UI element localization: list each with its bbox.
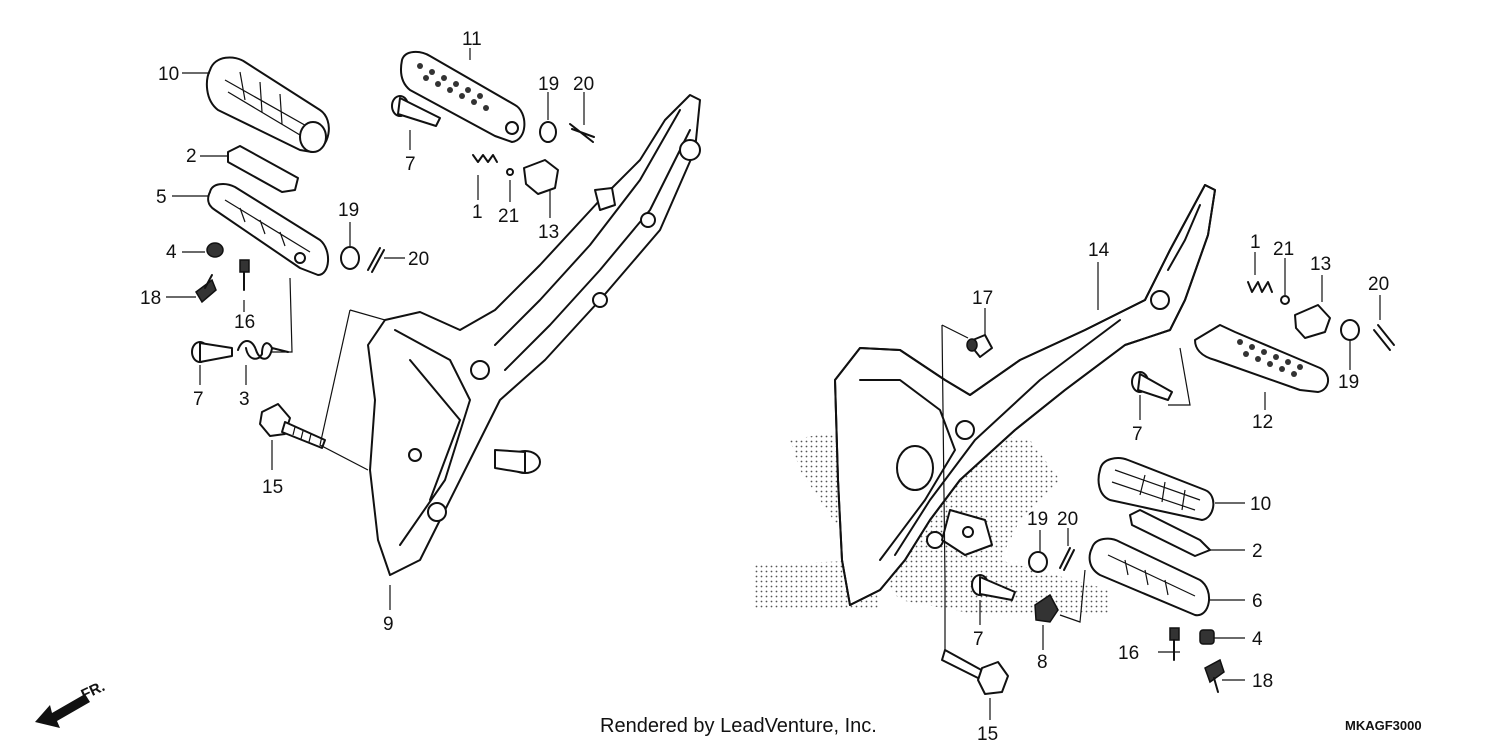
left-step-holder	[367, 94, 701, 576]
left-plate-13	[523, 159, 559, 195]
callout-4b: 4	[1252, 629, 1263, 650]
callout-19d: 19	[1027, 509, 1048, 530]
front-arrow-label: FR.	[79, 678, 108, 704]
callout-1a: 1	[472, 202, 483, 223]
callout-7a: 7	[405, 154, 416, 175]
callout-13b: 13	[1310, 254, 1331, 275]
callout-10a: 10	[158, 64, 179, 85]
right-step-holder	[834, 184, 1216, 606]
left-bolt-16	[239, 259, 250, 291]
right-cotter-20c	[1373, 324, 1395, 351]
left-footpeg-5	[207, 183, 329, 276]
right-grommet-17	[966, 334, 993, 358]
left-spring	[237, 340, 289, 360]
callout-20b: 20	[408, 249, 429, 270]
right-bolt-16	[1169, 627, 1180, 661]
left-cotter-20b	[367, 247, 385, 273]
callout-labels: 10 11 19 20 2 7 5 1 21 13 19 20 4 18 16 …	[140, 29, 1389, 745]
callout-14: 14	[1088, 240, 1110, 261]
right-cotter-20d	[1059, 547, 1075, 571]
right-footpeg-6	[1088, 537, 1210, 617]
right-plate-13	[1294, 304, 1331, 339]
callout-3: 3	[239, 389, 250, 410]
callout-20a: 20	[573, 74, 594, 95]
right-collar	[1199, 629, 1215, 645]
right-assembly	[755, 184, 1395, 720]
callout-11: 11	[462, 29, 482, 50]
callout-1b: 1	[1250, 232, 1261, 253]
right-rubber	[1097, 457, 1215, 521]
right-washer-19d	[1028, 551, 1048, 573]
callout-12: 12	[1252, 412, 1273, 433]
callout-4a: 4	[166, 242, 177, 263]
callout-20d: 20	[1057, 509, 1078, 530]
right-pin-7d	[971, 574, 1016, 601]
callout-16a: 16	[234, 312, 255, 333]
left-washer-19a	[539, 121, 557, 143]
callout-20c: 20	[1368, 274, 1389, 295]
callout-9: 9	[383, 614, 394, 635]
credit-text: Rendered by LeadVenture, Inc.	[600, 715, 877, 737]
left-bolt-15	[259, 403, 326, 449]
left-pin-7a	[391, 95, 441, 127]
left-leaders	[166, 48, 585, 610]
front-arrow-icon	[35, 694, 90, 728]
right-ball-21	[1280, 295, 1290, 305]
callout-7b: 7	[193, 389, 204, 410]
callout-15a: 15	[262, 477, 283, 498]
right-footpeg-12	[1194, 324, 1329, 393]
right-spring-8	[1034, 593, 1059, 623]
left-collar	[206, 242, 224, 258]
callout-7c: 7	[1132, 424, 1143, 445]
left-ball-21	[506, 168, 514, 176]
right-spring-1	[1247, 281, 1273, 293]
callout-13a: 13	[538, 222, 559, 243]
callout-17: 17	[972, 288, 993, 309]
callout-16b: 16	[1118, 643, 1139, 664]
front-arrow: FR.	[35, 678, 108, 728]
left-washer-19b	[340, 246, 360, 270]
diagram-code: MKAGF3000	[1345, 718, 1422, 733]
right-pin-7c	[1131, 371, 1173, 401]
right-bolt-18	[1204, 658, 1225, 693]
right-bolt-15	[941, 649, 1009, 695]
left-assembly	[166, 48, 701, 610]
callout-8: 8	[1037, 652, 1048, 673]
callout-19a: 19	[538, 74, 559, 95]
left-spring-1	[472, 154, 498, 163]
callout-10b: 10	[1250, 494, 1271, 515]
left-footpeg	[400, 50, 526, 143]
callout-21a: 21	[498, 206, 519, 227]
left-bolt-18	[195, 274, 217, 304]
callout-21b: 21	[1273, 239, 1294, 260]
callout-2a: 2	[186, 146, 197, 167]
left-pin-7b	[191, 341, 233, 363]
left-plate	[227, 145, 299, 193]
callout-7d: 7	[973, 629, 984, 650]
left-rubber	[205, 56, 330, 153]
callout-5: 5	[156, 187, 167, 208]
left-cotter-20a	[569, 123, 595, 143]
callout-15b: 15	[977, 724, 998, 745]
right-leaders	[941, 252, 1381, 720]
callout-6: 6	[1252, 591, 1263, 612]
callout-18a: 18	[140, 288, 161, 309]
right-washer-19c	[1340, 319, 1360, 341]
callout-2b: 2	[1252, 541, 1263, 562]
callout-18b: 18	[1252, 671, 1273, 692]
callout-19b: 19	[338, 200, 359, 221]
callout-19c: 19	[1338, 372, 1359, 393]
